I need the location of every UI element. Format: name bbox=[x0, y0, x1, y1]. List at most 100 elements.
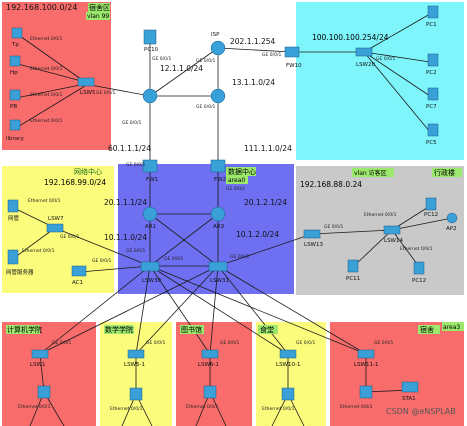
switch-icon[interactable] bbox=[281, 387, 295, 401]
device-label: 网管服务器 bbox=[6, 268, 34, 276]
router-icon[interactable] bbox=[142, 206, 158, 222]
switch-icon[interactable] bbox=[77, 77, 95, 87]
switch-icon[interactable] bbox=[208, 261, 228, 272]
switch-icon[interactable] bbox=[303, 229, 321, 239]
area-bottom-1 bbox=[2, 322, 96, 426]
port-label: GE 0/0/1 bbox=[122, 120, 142, 126]
router-icon[interactable] bbox=[210, 88, 226, 104]
device-label: LSW11-1 bbox=[354, 362, 378, 368]
device-label: library bbox=[6, 136, 24, 142]
tag-bottom-4: 食堂 bbox=[260, 325, 274, 334]
switch-icon[interactable] bbox=[355, 47, 373, 57]
tag-top-left: 宿舍区 bbox=[89, 3, 110, 12]
device-label: PC7 bbox=[426, 104, 437, 110]
switch-icon[interactable] bbox=[37, 385, 51, 399]
port-label: GE 0/0/1 bbox=[262, 52, 282, 58]
device-label: LSW1 bbox=[30, 362, 46, 368]
firewall-icon[interactable] bbox=[142, 159, 158, 173]
device-label: LSW14 bbox=[384, 238, 403, 244]
server-icon[interactable] bbox=[7, 249, 19, 265]
switch-icon[interactable] bbox=[31, 349, 49, 359]
switch-icon[interactable] bbox=[140, 261, 160, 272]
subnet-top-right: 100.100.100.254/24 bbox=[312, 33, 389, 42]
pc-icon[interactable] bbox=[9, 119, 21, 131]
device-label: LSW10-1 bbox=[276, 362, 300, 368]
label-r-left: 12.1.1.0/24 bbox=[160, 64, 203, 73]
port-label: GE 0/0/1 bbox=[196, 58, 216, 64]
area-bottom-5 bbox=[330, 322, 464, 426]
server-icon[interactable] bbox=[143, 29, 157, 45]
pc-icon[interactable] bbox=[427, 5, 439, 19]
tag-mid-right: 行政楼 bbox=[434, 168, 455, 177]
pc-icon[interactable] bbox=[413, 261, 425, 275]
port-label: GE 0/0/1 bbox=[196, 104, 216, 110]
port-label: GE 0/0/1 bbox=[324, 224, 344, 230]
port-label: GE 0/0/1 bbox=[230, 254, 250, 260]
tag-mid-left: 网络中心 bbox=[74, 167, 102, 176]
label-core-a: 20.1.1.1/24 bbox=[104, 198, 147, 207]
pc-icon[interactable] bbox=[11, 27, 23, 39]
tag-bottom-2: 数学学院 bbox=[105, 325, 133, 334]
pc-icon[interactable] bbox=[347, 259, 359, 273]
pc-icon[interactable] bbox=[7, 199, 19, 213]
port-label: Ethernet 0/0/1 bbox=[28, 198, 61, 204]
laptop-icon[interactable] bbox=[401, 381, 419, 393]
pc-icon[interactable] bbox=[427, 53, 439, 67]
tag-bottom-3: 图书馆 bbox=[181, 325, 202, 334]
device-label: PC2 bbox=[426, 70, 437, 76]
pc-icon[interactable] bbox=[9, 55, 21, 67]
device-label: Hp bbox=[10, 70, 18, 76]
port-label: GE 0/0/1 bbox=[52, 340, 72, 346]
subnet-mid-right: 192.168.88.0.24 bbox=[300, 180, 362, 189]
pc-icon[interactable] bbox=[425, 197, 437, 211]
label-r-right: 13.1.1.0/24 bbox=[232, 78, 275, 87]
pc-icon[interactable] bbox=[427, 123, 439, 137]
label-left-drop: 60.1.1.1/24 bbox=[108, 144, 151, 153]
area-bottom-5-tag: area3 bbox=[443, 324, 460, 331]
port-label: GE 0/0/1 bbox=[374, 340, 394, 346]
subnet-mid-left: 192.168.99.0/24 bbox=[44, 178, 106, 187]
label-right-drop: 111.1.1.0/24 bbox=[244, 144, 292, 153]
firewall-icon[interactable] bbox=[210, 159, 226, 173]
device-label: LSW7 bbox=[48, 216, 64, 222]
switch-icon[interactable] bbox=[129, 387, 143, 401]
port-label: GE 0/0/1 bbox=[126, 162, 146, 168]
switch-icon[interactable] bbox=[203, 385, 217, 399]
port-label: Ethernet 0/0/1 bbox=[22, 248, 55, 254]
port-label: GE 0/0/1 bbox=[296, 340, 316, 346]
device-label: AR1 bbox=[145, 224, 156, 230]
port-label: Ethernet 0/0/1 bbox=[30, 92, 63, 98]
port-label: GE 0/0/1 bbox=[126, 248, 146, 254]
device-label: STA1 bbox=[402, 396, 416, 402]
ap-icon[interactable] bbox=[446, 212, 458, 224]
switch-icon[interactable] bbox=[46, 223, 64, 233]
device-label: FW10 bbox=[286, 63, 302, 69]
switch-icon[interactable] bbox=[279, 349, 297, 359]
port-label: GE 0/0/1 bbox=[146, 340, 166, 346]
router-icon[interactable] bbox=[210, 206, 226, 222]
switch-icon[interactable] bbox=[383, 225, 401, 235]
ac-icon[interactable] bbox=[71, 265, 87, 277]
firewall-icon[interactable] bbox=[284, 46, 300, 58]
watermark: CSDN @eNSPLAB bbox=[386, 407, 456, 416]
switch-icon[interactable] bbox=[201, 349, 219, 359]
switch-icon[interactable] bbox=[357, 349, 375, 359]
area-bottom-3 bbox=[176, 322, 252, 426]
device-label: FW2 bbox=[214, 177, 226, 183]
device-label: AC1 bbox=[72, 280, 83, 286]
device-label: Tp bbox=[11, 42, 19, 48]
switch-icon[interactable] bbox=[127, 349, 145, 359]
vlan-mid-right: vlan 访客区 bbox=[354, 169, 387, 177]
port-label: GE 0/0/1 bbox=[92, 258, 112, 264]
device-label: PC5 bbox=[426, 140, 437, 146]
tag-bottom-5: 宿舍 bbox=[420, 325, 434, 334]
device-label: LSW31 bbox=[210, 278, 229, 284]
device-label: PC12 bbox=[424, 212, 438, 218]
pc-icon[interactable] bbox=[9, 89, 21, 101]
router-icon[interactable] bbox=[210, 40, 226, 56]
switch-icon[interactable] bbox=[359, 385, 373, 399]
pc-icon[interactable] bbox=[427, 87, 439, 101]
port-label: Ethernet 0/0/1 bbox=[110, 406, 143, 412]
router-icon[interactable] bbox=[142, 88, 158, 104]
